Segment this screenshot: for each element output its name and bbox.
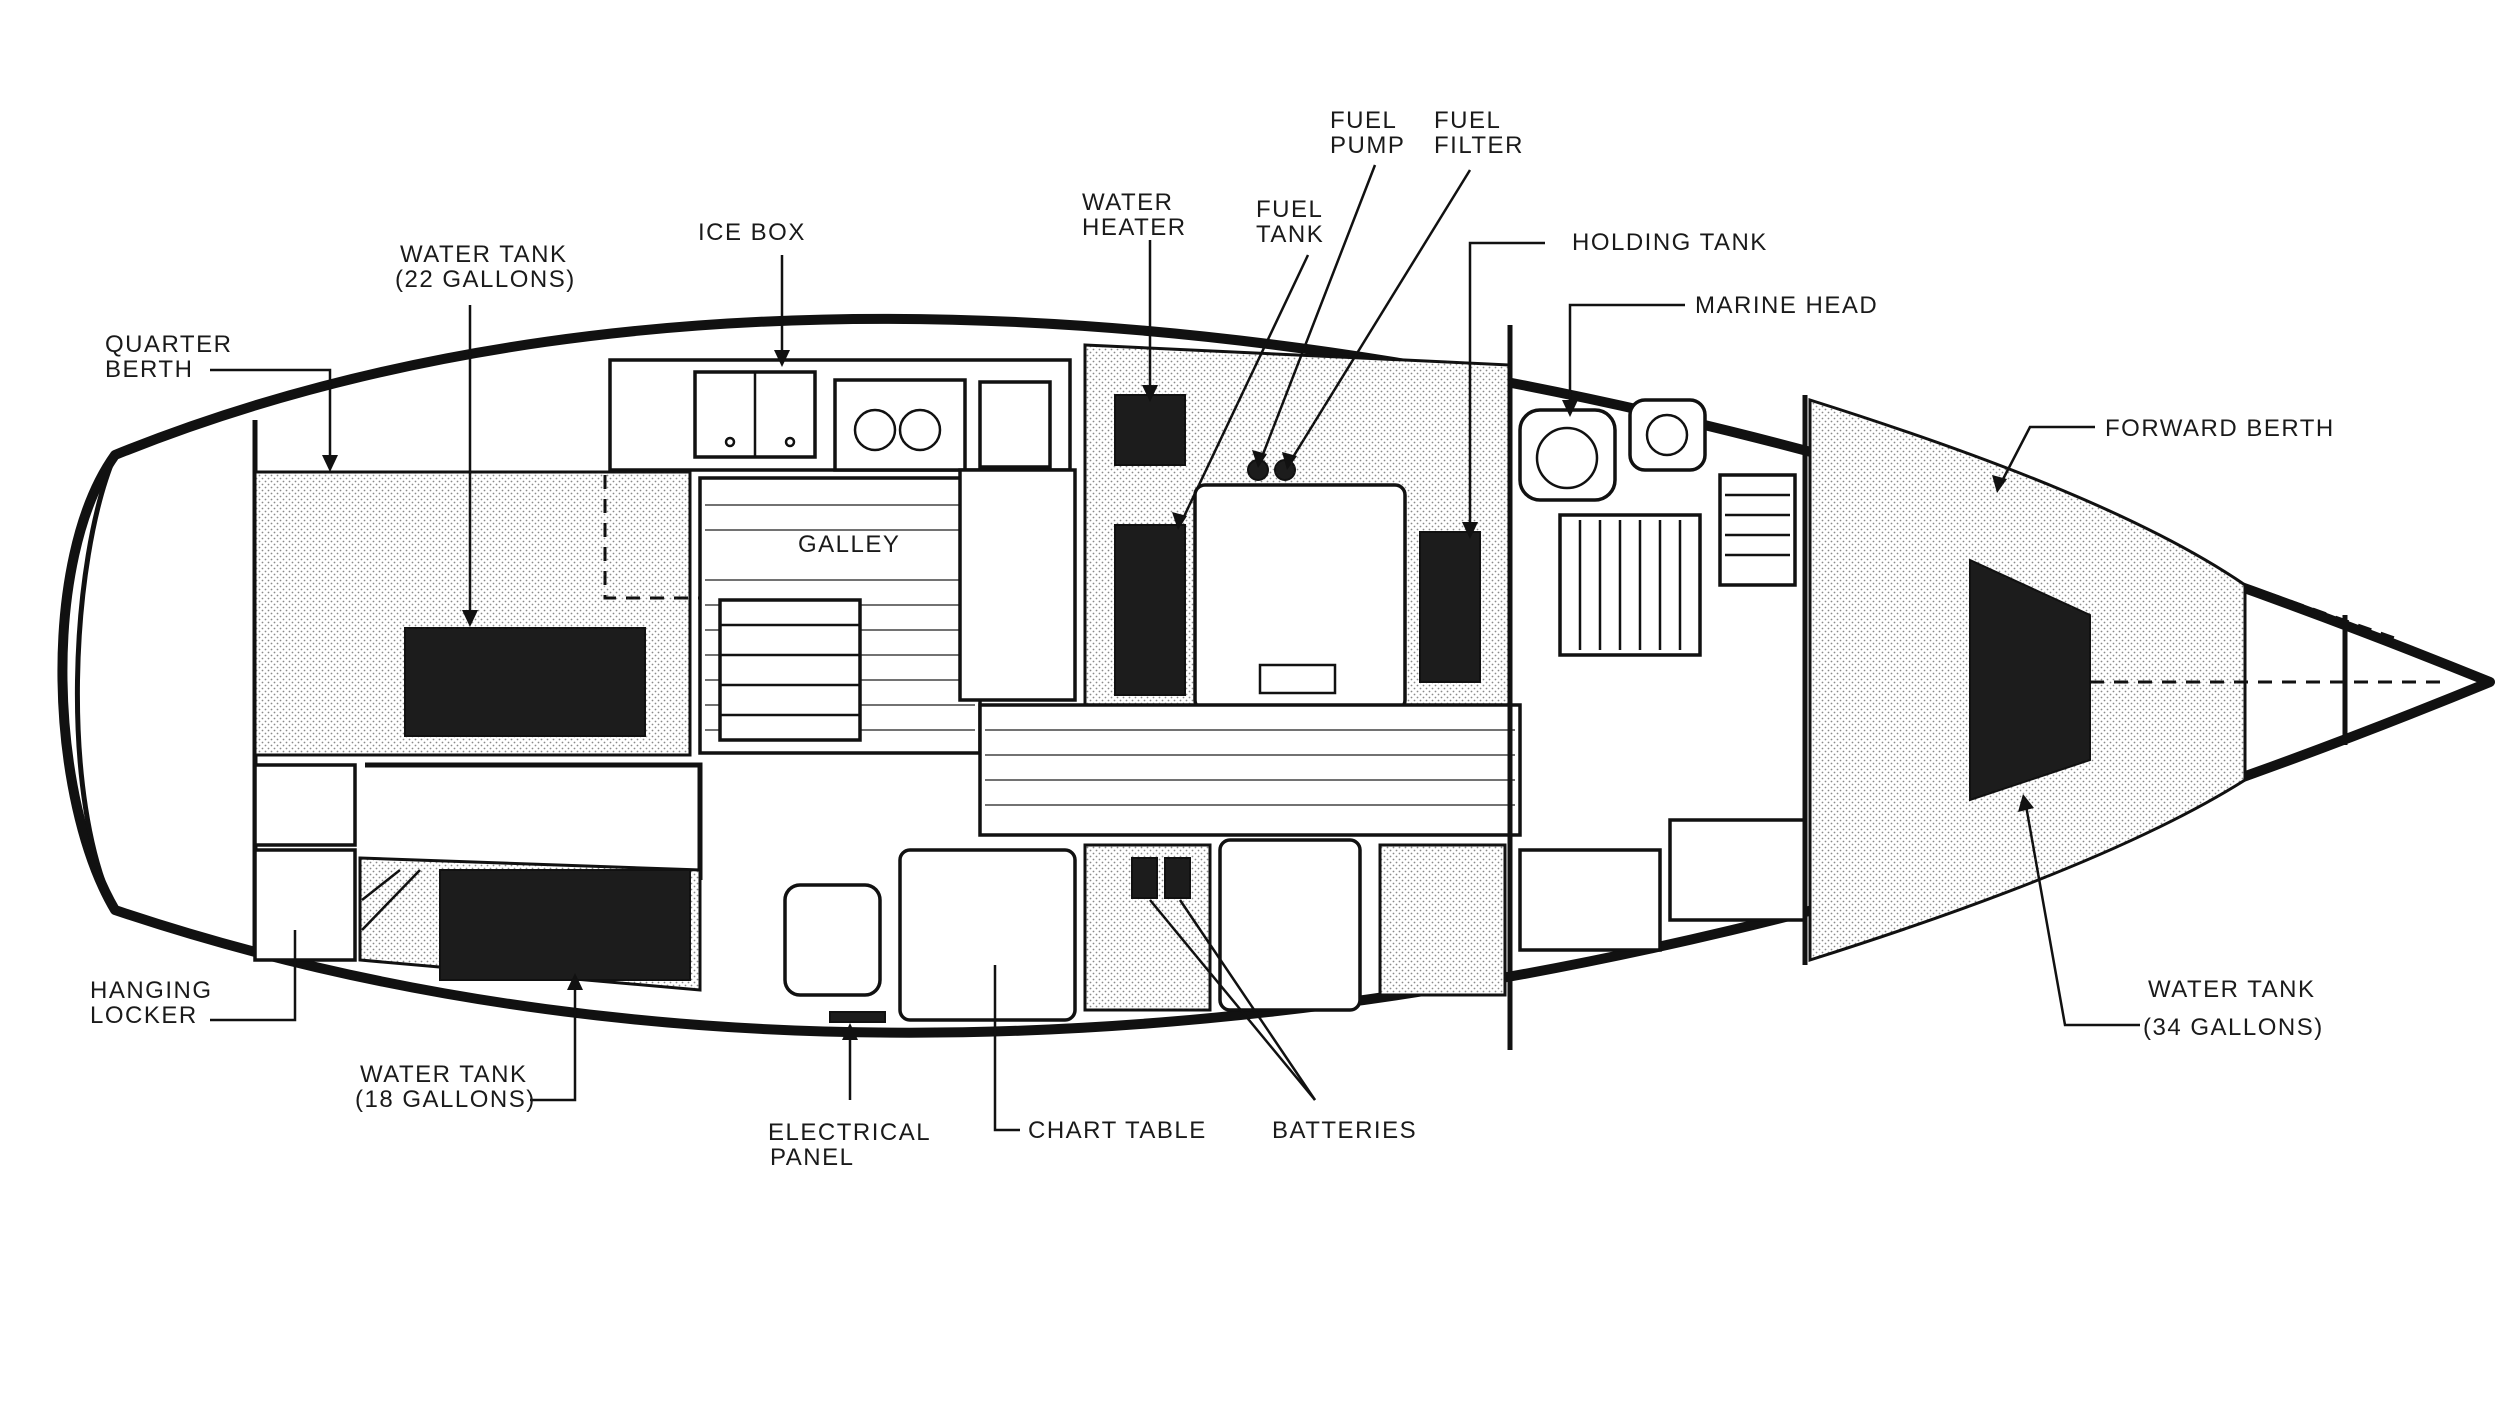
stove <box>833 378 967 472</box>
transom <box>74 454 118 912</box>
head-sink <box>1628 398 1707 472</box>
head-locker-1 <box>1518 848 1662 952</box>
chain-locker-dash-2 <box>2244 718 2401 782</box>
saloon-side-cushion <box>1378 843 1507 997</box>
fuel-tank-block <box>1114 524 1186 696</box>
label-quarter-berth: QUARTER BERTH <box>105 331 241 383</box>
label-water-tank-34: WATER TANK (34 GALLONS) <box>2143 976 2324 1041</box>
battery-1 <box>1131 857 1158 899</box>
galley-cabinet <box>978 380 1052 469</box>
battery-2 <box>1164 857 1191 899</box>
settee-hatching <box>361 869 421 931</box>
marine-head-toilet <box>1518 408 1617 502</box>
nav-seat <box>783 883 882 997</box>
label-fuel-pump: FUEL PUMP <box>1330 107 1405 159</box>
quarter-berth-dashed-line <box>603 475 700 600</box>
label-forward-berth: FORWARD BERTH <box>2105 415 2335 442</box>
head-vent-louvres <box>1718 473 1797 587</box>
label-fuel-tank: FUEL TANK <box>1256 196 1331 248</box>
saloon-seat <box>1218 838 1362 1012</box>
ice-box <box>693 370 817 459</box>
holding-tank-block <box>1419 531 1481 683</box>
electrical-panel-strip <box>829 1011 886 1023</box>
aft-locker-top <box>253 763 357 847</box>
label-fuel-filter: FUEL FILTER <box>1434 107 1524 159</box>
head-locker-2 <box>1668 818 1807 922</box>
water-tank-18-block <box>439 869 691 981</box>
label-galley: GALLEY <box>798 531 900 558</box>
label-water-tank-22: WATER TANK (22 GALLONS) <box>395 241 576 293</box>
engine-block <box>1193 483 1407 712</box>
starboard-aft-wall <box>365 762 703 880</box>
saloon-floor <box>978 703 1522 837</box>
head-grating <box>1558 513 1702 657</box>
label-holding-tank: HOLDING TANK <box>1572 229 1768 256</box>
chain-locker-dash-1 <box>2244 583 2401 642</box>
label-batteries: BATTERIES <box>1272 1117 1417 1144</box>
water-tank-22-block <box>404 627 646 737</box>
label-electrical-panel: ELECTRICAL PANEL <box>768 1119 938 1171</box>
engine-plate <box>1258 663 1337 695</box>
water-heater-block <box>1114 394 1186 466</box>
hanging-locker-box <box>253 848 357 962</box>
companionway-steps <box>718 598 862 742</box>
saloon-planking <box>985 729 1515 806</box>
label-ice-box: ICE BOX <box>698 219 806 246</box>
galley-cabinet-lower <box>958 468 1077 702</box>
label-water-heater: WATER HEATER <box>1082 189 1187 241</box>
label-water-tank-18: WATER TANK (18 GALLONS) <box>355 1061 536 1113</box>
leader-lines <box>210 164 2140 1132</box>
water-tank-34-block <box>1969 558 2091 802</box>
label-hanging-locker: HANGING LOCKER <box>90 977 221 1029</box>
chart-table <box>898 848 1077 1022</box>
label-marine-head: MARINE HEAD <box>1695 292 1878 319</box>
label-chart-table: CHART TABLE <box>1028 1117 1207 1144</box>
